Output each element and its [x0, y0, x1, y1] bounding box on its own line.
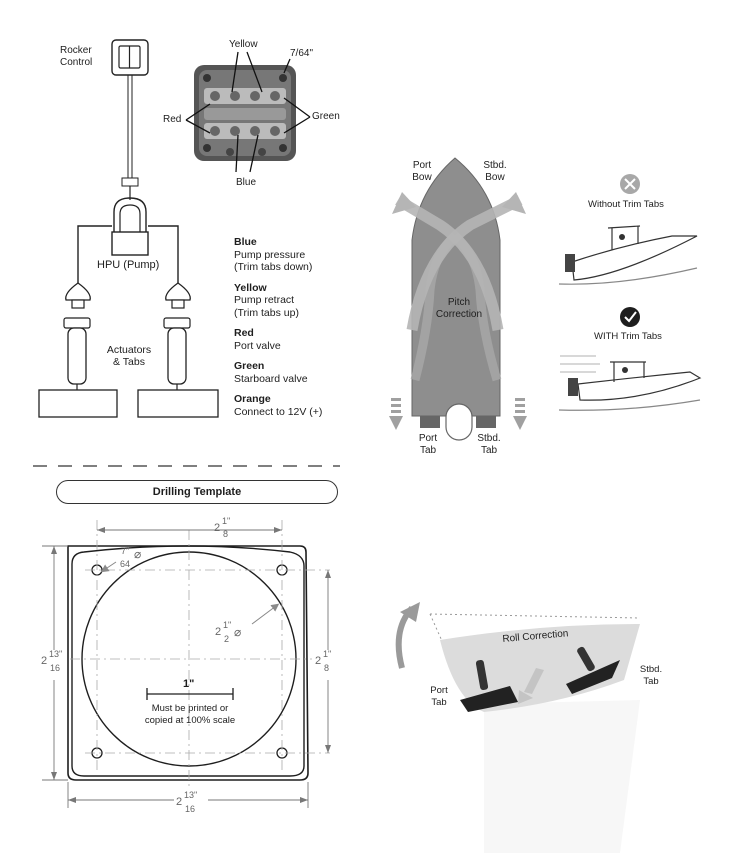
- left-dimension: 2 13" 16: [38, 650, 66, 680]
- legend-orange: Orange Connect to 12V (+): [234, 393, 323, 418]
- drilling-template: [42, 520, 331, 808]
- pitch-boat: [389, 157, 527, 441]
- hpu-label: HPU (Pump): [97, 259, 160, 271]
- actuator-stbd: [163, 282, 191, 404]
- hydraulic-lines: [77, 225, 179, 290]
- diameter-symbol: ⌀: [134, 547, 142, 561]
- pitch-stbd-tab-label: Stbd. Tab: [477, 433, 501, 456]
- drilling-template-title: Drilling Template: [56, 480, 338, 504]
- green-wire-label: Green: [312, 111, 340, 122]
- scale-bar-label: 1": [183, 678, 195, 690]
- actuator-port: [63, 282, 91, 404]
- boat-with-tabs: [558, 355, 702, 411]
- red-wire-label: Red: [163, 114, 182, 125]
- x-icon: [620, 174, 640, 194]
- roll-port-tab-label: Port Tab: [430, 685, 448, 708]
- stbd-bow-label: Stbd. Bow: [483, 160, 507, 183]
- legend-blue: Blue Pump pressure (Trim tabs down): [234, 236, 313, 273]
- blue-wire-label: Blue: [236, 177, 257, 188]
- yellow-wire-label: Yellow: [229, 39, 258, 50]
- rocker-control-label: Rocker Control: [60, 45, 93, 68]
- actuators-label: Actuators & Tabs: [106, 344, 152, 368]
- roll-boat: [395, 602, 641, 853]
- roll-stbd-tab-label: Stbd. Tab: [639, 664, 663, 687]
- boat-without-tabs: [558, 225, 698, 285]
- scale-note: Must be printed or copied at 100% scale: [144, 703, 236, 726]
- with-trim-tabs-label: WITH Trim Tabs: [594, 331, 662, 342]
- rocker-cable: [121, 75, 139, 200]
- pitch-correction-label: Pitch Correction: [435, 297, 483, 320]
- hole-size-label: 7/64": [290, 48, 314, 59]
- legend-green: Green Starboard valve: [234, 360, 308, 385]
- diameter-symbol: ⌀: [234, 625, 242, 639]
- without-trim-tabs-label: Without Trim Tabs: [588, 199, 664, 210]
- port-bow-label: Port Bow: [412, 160, 432, 183]
- right-dimension: 2 1" 8: [312, 650, 340, 680]
- hpu-pump: [111, 197, 149, 256]
- rocker-switch: [111, 39, 149, 76]
- pitch-port-tab-label: Port Tab: [418, 433, 438, 456]
- legend-yellow: Yellow Pump retract (Trim tabs up): [234, 281, 299, 319]
- legend-red: Red Port valve: [234, 327, 281, 352]
- trim-tab-plates: [38, 389, 219, 418]
- check-icon: [620, 307, 640, 327]
- wire-legend: Blue Pump pressure (Trim tabs down) Yell…: [234, 236, 322, 426]
- wiring-connector: [194, 65, 296, 161]
- bottom-dimension: 2 13" 16: [174, 790, 208, 818]
- connector-callouts: [185, 51, 311, 173]
